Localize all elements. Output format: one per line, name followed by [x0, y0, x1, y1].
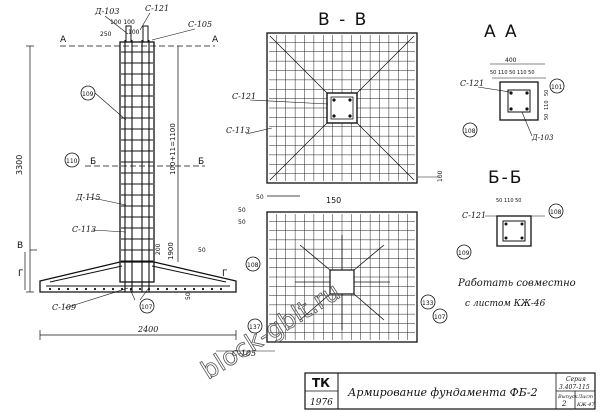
aa-sub-dims: 50 110 50 110 50 [490, 70, 535, 76]
footing-bars [46, 265, 230, 287]
bottom-dim: 2400 [137, 325, 158, 334]
top-dim-3: 250 [100, 31, 112, 38]
top-dim-2: 100 [128, 29, 140, 36]
title-block: ТК 1976 Армирование фундамента ФБ-2 Сери… [304, 372, 596, 410]
footing-outline [39, 261, 237, 293]
mark-c121: С-121 [145, 4, 169, 13]
b6-pos-109: 109 [458, 250, 470, 257]
aa-rdim-3: 50 [544, 114, 550, 120]
aa-mark-d103: Д-103 [531, 134, 554, 142]
cut-a-left: А [60, 35, 67, 45]
b6-mark-c121: С-121 [462, 211, 486, 220]
aa-mark-c121: С-121 [460, 79, 484, 88]
column-stirrups [121, 51, 153, 262]
section-b6-title: Б-Б [488, 168, 523, 188]
tb-title: Армирование фундамента ФБ-2 [347, 386, 538, 399]
lower-dim-b: 150 [326, 196, 341, 205]
aa-rdim-1: 50 [544, 90, 550, 96]
b6-pos-108: 108 [550, 209, 562, 216]
top-dim-1: 100 100 [110, 19, 135, 26]
lower-pos-107: 107 [434, 314, 446, 321]
mark-d103: Д-103 [94, 7, 119, 16]
foundation-elevation: А А 3300 100+11=1100 1900 [15, 4, 237, 340]
tb-issue-value: 2 [561, 400, 567, 408]
side-dim-2: 50 [185, 292, 192, 300]
aa-width-dim: 400 [505, 57, 517, 64]
aa-pos-101: 101 [551, 84, 563, 91]
tb-org: ТК [312, 376, 330, 390]
bb-mark-c121: С-121 [232, 92, 256, 101]
section-aa-title: А А [484, 22, 519, 42]
note-line-1: Работать совместно [457, 278, 576, 289]
pos-110: 110 [66, 158, 78, 165]
section-aa: А А 400 50 110 50 110 50 С-121 Д-103 108… [460, 22, 565, 142]
tb-year: 1976 [310, 398, 333, 408]
lower-dim-left-2: 50 [238, 219, 246, 226]
cut-a-right: А [212, 35, 219, 45]
cut-b-left: Б [90, 157, 96, 167]
pos-109: 109 [82, 91, 94, 98]
section-bb: В - В С-121 С-113 100 [226, 10, 444, 184]
plan-lower: 50 150 50 50 137 133 107 108 С-105 [216, 194, 448, 358]
lower-pos-137: 137 [249, 324, 261, 331]
cut-g-left: Г [18, 269, 24, 279]
pos-107: 107 [141, 304, 153, 311]
tb-series-label: Серия [566, 376, 586, 383]
bb-mark-c113: С-113 [226, 126, 250, 135]
mark-c113: С-113 [72, 225, 96, 234]
lower-pos-133: 133 [422, 300, 434, 307]
b6-top-dims: 50 110 50 [496, 198, 521, 204]
column-outline [119, 41, 155, 283]
column-vertical-bars [124, 40, 150, 292]
lower-dim-left-1: 50 [238, 207, 246, 214]
height-mid: 100+11=1100 [169, 123, 177, 175]
cut-v: В [17, 241, 23, 251]
mark-c105: С-105 [188, 20, 212, 29]
section-b6: Б-Б 50 110 50 С-121 108 109 [456, 168, 564, 260]
tb-issue-label: Выпуск [557, 394, 578, 400]
mark-c109: С-109 [52, 303, 76, 312]
section-bb-title: В - В [318, 10, 368, 30]
cut-b-right: Б [198, 157, 204, 167]
bb-dim-right: 100 [437, 170, 444, 182]
aa-pos-108: 108 [464, 128, 476, 135]
height-b: 1900 [167, 242, 175, 260]
watermark: block-gblt.ru [196, 277, 345, 385]
height-total: 3300 [15, 155, 24, 175]
tb-series-value: 3.407-115 [559, 384, 590, 391]
lower-dim-a: 50 [256, 194, 264, 201]
aa-rdim-2: 110 [544, 100, 550, 110]
tb-sheet-value: КЖ-47 [576, 402, 595, 408]
note-line-2: с листом КЖ-46 [465, 299, 546, 309]
tb-sheet-label: Лист [577, 394, 593, 400]
lower-mark-c105: С-105 [232, 349, 256, 358]
side-dim-1: 50 [198, 247, 206, 254]
mark-d115: Д-115 [75, 193, 100, 202]
lower-pos-108: 108 [247, 262, 259, 269]
side-dim-3: 200 [155, 243, 162, 255]
cut-g-right: Г [222, 269, 228, 279]
